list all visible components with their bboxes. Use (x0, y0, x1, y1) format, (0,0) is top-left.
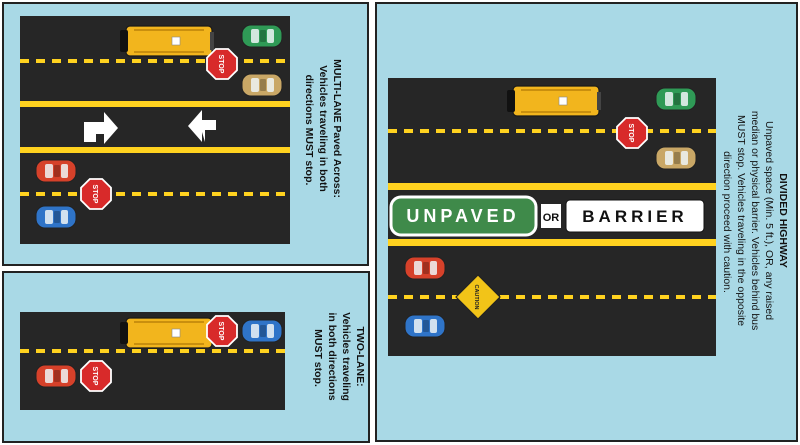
divided-panel: STOP CAUTION UNPAVED OR BARRIER (375, 2, 798, 442)
car (241, 24, 283, 48)
unpaved-sign: UNPAVED (389, 195, 538, 237)
multilane-panel: STOP STOP MULTI-LANE Paved Across: Vehic… (2, 2, 369, 266)
school-bus (506, 85, 602, 117)
stop-sign: STOP (206, 48, 238, 80)
car (35, 159, 77, 183)
caution-sign: CAUTION (455, 274, 501, 320)
stop-sign: STOP (206, 315, 238, 347)
svg-text:STOP: STOP (217, 55, 224, 74)
svg-text:CAUTION: CAUTION (473, 284, 479, 309)
car (241, 319, 283, 343)
svg-text:STOP: STOP (627, 124, 634, 143)
car (35, 364, 77, 388)
svg-text:DIVIDED HIGHWAY Unpave: DIVIDED HIGHWAY Unpaved space (Min. 5 ft… (721, 111, 789, 333)
svg-text:STOP: STOP (91, 367, 98, 386)
stop-sign: STOP (80, 360, 112, 392)
car (404, 256, 446, 280)
svg-text:STOP: STOP (91, 185, 98, 204)
multilane-caption: MULTI-LANE Paved Across: Vehicles travel… (303, 59, 343, 201)
turn-arrow-icon (188, 110, 216, 142)
stop-sign: STOP (80, 178, 112, 210)
svg-text:UNPAVED: UNPAVED (406, 206, 519, 226)
divided-caption: DIVIDED HIGHWAY Unpaved space (Min. 5 ft… (721, 111, 789, 333)
car (655, 87, 697, 111)
svg-text:STOP: STOP (217, 322, 224, 341)
school-bus (119, 317, 215, 349)
car (404, 314, 446, 338)
twolane-caption: TWO-LANE: Vehicles traveling in both dir… (312, 312, 366, 404)
twolane-panel: STOP STOP TWO-LANE: Vehicles traveling i… (2, 271, 370, 443)
car (35, 205, 77, 229)
turn-arrow-icon (84, 112, 118, 144)
svg-text:BARRIER: BARRIER (582, 207, 687, 226)
school-bus (119, 25, 215, 57)
svg-text:OR: OR (543, 212, 560, 224)
car (241, 73, 283, 97)
svg-text:MULTI-LANE Paved Across:: MULTI-LANE Paved Across: Vehicles travel… (303, 59, 343, 201)
stop-sign: STOP (616, 117, 648, 149)
svg-text:TWO-LANE: Vehicles tra: TWO-LANE: Vehicles traveling in both dir… (312, 312, 366, 404)
or-label: OR (541, 204, 561, 228)
car (655, 146, 697, 170)
barrier-sign: BARRIER (565, 199, 705, 233)
